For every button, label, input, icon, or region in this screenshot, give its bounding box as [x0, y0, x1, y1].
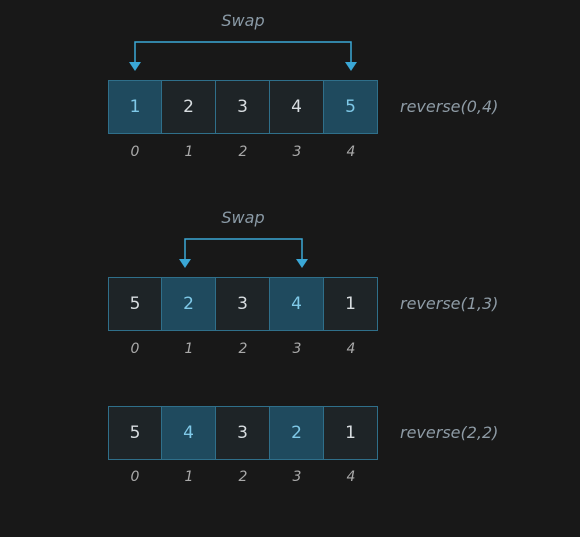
array-cell: 5 — [324, 80, 378, 134]
index-label: 2 — [238, 469, 248, 485]
swap-bracket-1 — [184, 238, 303, 262]
arrowhead-right-1 — [296, 259, 308, 268]
index-row-0: 0 1 2 3 4 — [108, 144, 379, 160]
index-label: 1 — [184, 469, 194, 485]
array-cell: 5 — [108, 277, 162, 331]
call-label: reverse(0,4) — [400, 97, 499, 116]
array-cell: 5 — [108, 406, 162, 460]
array-cell: 4 — [270, 277, 324, 331]
index-label: 0 — [130, 341, 140, 357]
array-row-0: 1 2 3 4 5 — [108, 80, 379, 134]
array-row-2: 5 4 3 2 1 — [108, 406, 379, 460]
index-row-1: 0 1 2 3 4 — [108, 341, 379, 357]
index-label: 2 — [238, 144, 248, 160]
array-cell: 4 — [270, 80, 324, 134]
array-cell: 1 — [324, 406, 378, 460]
index-label: 3 — [292, 469, 302, 485]
index-label: 3 — [292, 144, 302, 160]
arrowhead-right-0 — [345, 62, 357, 71]
array-cell: 1 — [108, 80, 162, 134]
index-row-2: 0 1 2 3 4 — [108, 469, 379, 485]
index-label: 0 — [130, 144, 140, 160]
arrowhead-left-0 — [129, 62, 141, 71]
swap-label: Swap — [221, 208, 265, 227]
array-cell: 3 — [216, 80, 270, 134]
index-label: 1 — [184, 341, 194, 357]
call-label: reverse(1,3) — [400, 294, 499, 313]
array-cell: 2 — [162, 80, 216, 134]
call-label: reverse(2,2) — [400, 423, 499, 442]
arrowhead-left-1 — [179, 259, 191, 268]
index-label: 4 — [346, 144, 356, 160]
array-cell: 4 — [162, 406, 216, 460]
index-label: 0 — [130, 469, 140, 485]
swap-label: Swap — [221, 11, 265, 30]
array-cell: 3 — [216, 277, 270, 331]
array-cell: 1 — [324, 277, 378, 331]
array-row-1: 5 2 3 4 1 — [108, 277, 379, 331]
index-label: 3 — [292, 341, 302, 357]
index-label: 1 — [184, 144, 194, 160]
array-cell: 2 — [162, 277, 216, 331]
index-label: 4 — [346, 469, 356, 485]
index-label: 2 — [238, 341, 248, 357]
array-cell: 3 — [216, 406, 270, 460]
index-label: 4 — [346, 341, 356, 357]
array-cell: 2 — [270, 406, 324, 460]
swap-bracket-0 — [134, 41, 352, 65]
